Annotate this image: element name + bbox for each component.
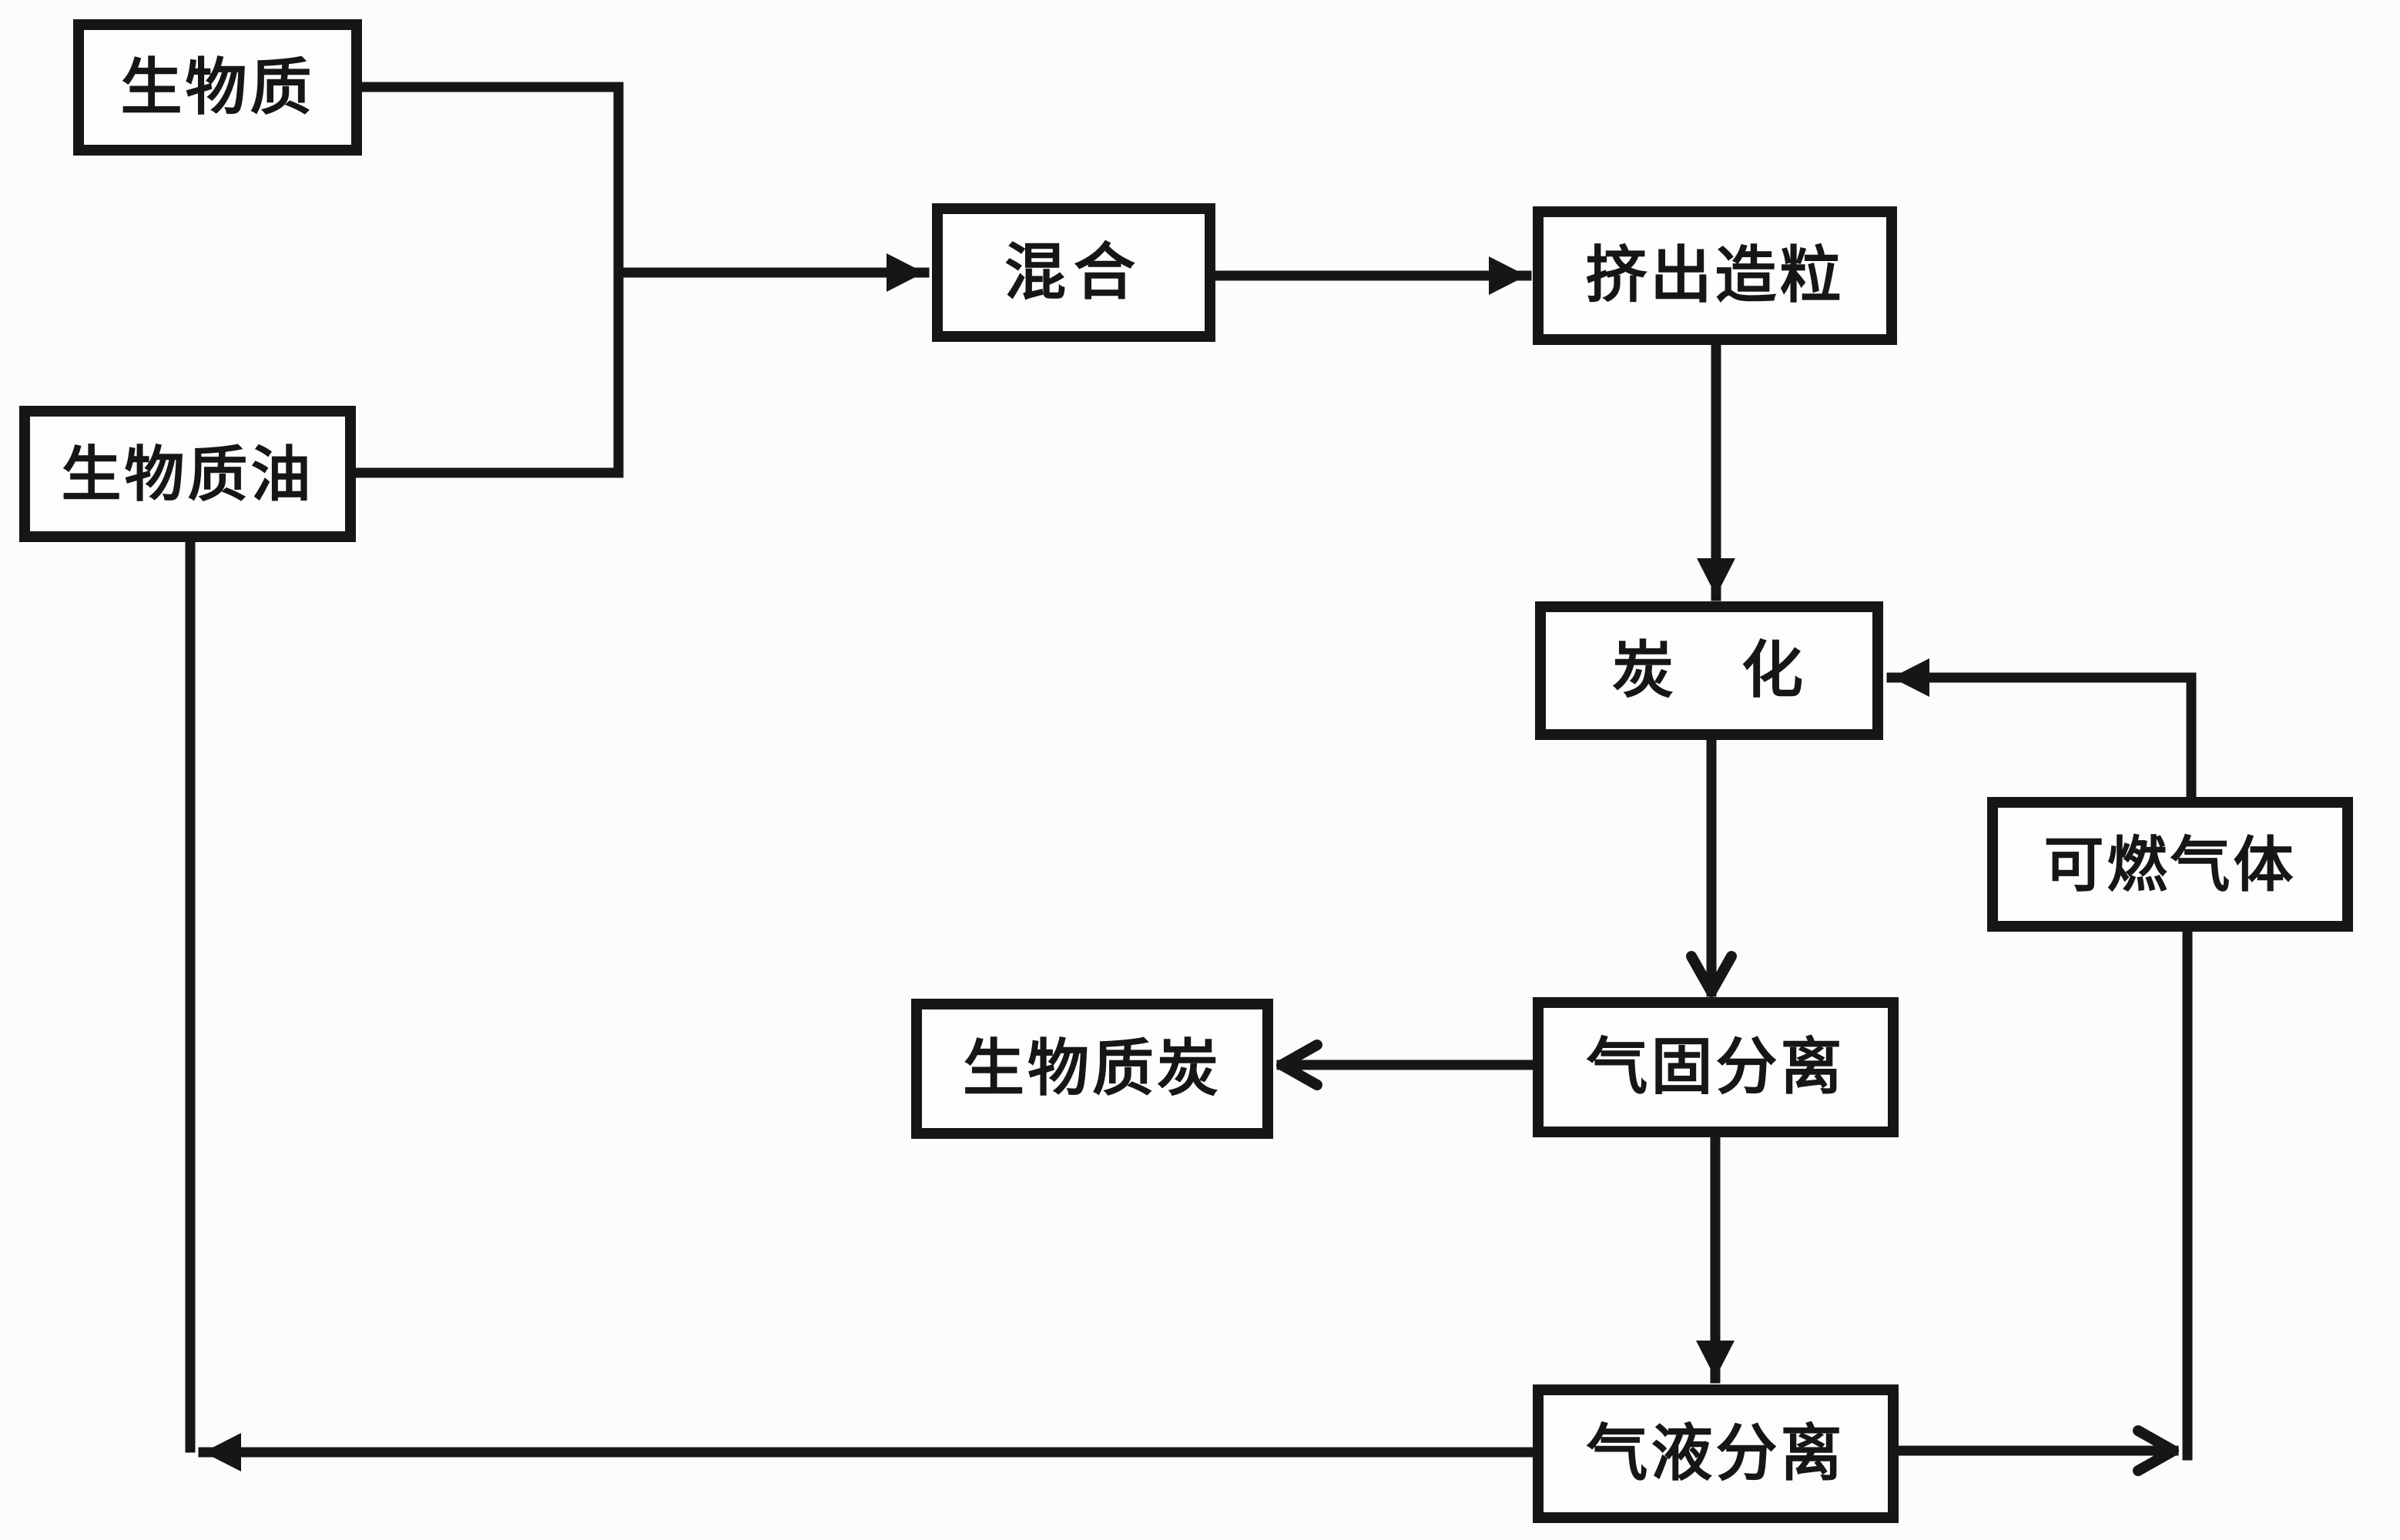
node-mixing-label: 混合: [1004, 238, 1143, 306]
node-gas-liquid-separation: 气液分离: [1533, 1384, 1899, 1523]
node-biochar-label: 生物质炭: [963, 1034, 1222, 1103]
node-mixing: 混合: [932, 203, 1215, 342]
node-carbonization: 炭 化: [1535, 601, 1883, 740]
node-gas-solid-separation-label: 气固分离: [1586, 1033, 1845, 1101]
node-gas-liquid-separation-label: 气液分离: [1586, 1419, 1845, 1488]
node-gas-solid-separation: 气固分离: [1533, 997, 1899, 1137]
edge-combustible-gas-to-carbonization: [1886, 658, 2197, 801]
node-biochar: 生物质炭: [911, 999, 1273, 1139]
node-extrusion-granulation-label: 挤出造粒: [1585, 241, 1845, 310]
node-carbonization-label: 炭 化: [1612, 636, 1806, 705]
node-extrusion-granulation: 挤出造粒: [1533, 206, 1897, 345]
node-biomass-label: 生物质: [120, 52, 315, 122]
node-combustible-gas-label: 可燃气体: [2043, 830, 2297, 899]
node-biomass: 生物质: [73, 19, 362, 156]
node-biomass-oil: 生物质油: [19, 406, 356, 542]
node-combustible-gas: 可燃气体: [1987, 797, 2353, 932]
node-biomass-oil-label: 生物质油: [61, 440, 314, 508]
edge-feedstock-collector: [347, 82, 624, 478]
